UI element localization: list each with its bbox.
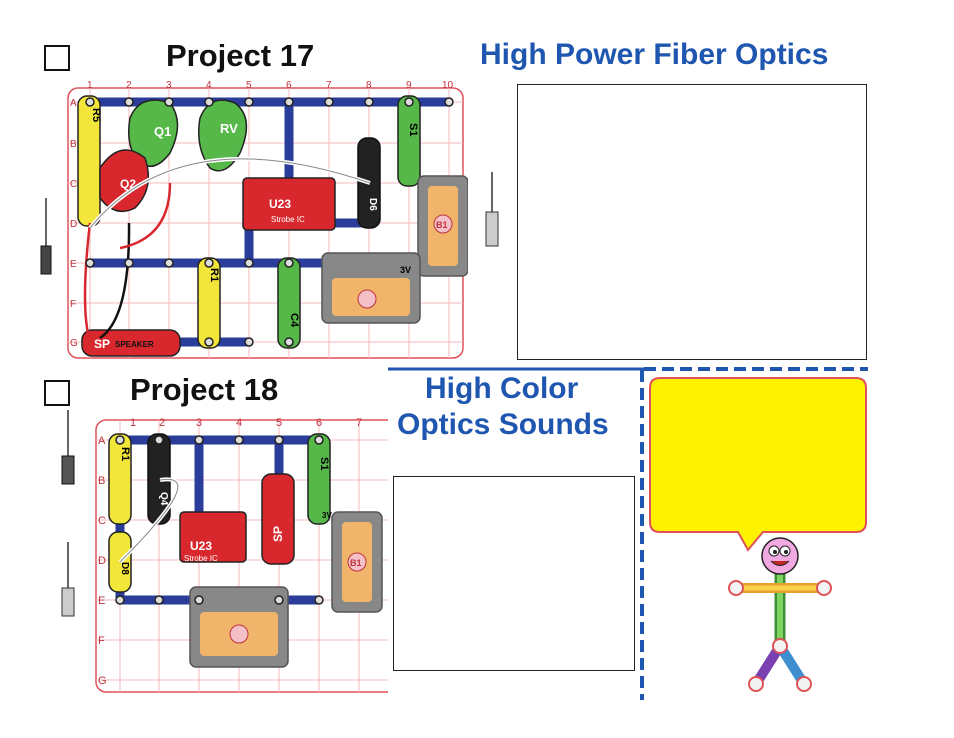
- p17-row-b: B: [70, 139, 77, 150]
- p18-s1: [307, 433, 331, 525]
- p17-rv: [198, 99, 248, 172]
- project17-circuit-diagram: 1 2 3 4 5 6 7 8 9 10 A B C D E F G R5 Q1…: [67, 80, 468, 359]
- p18-row-f: F: [98, 635, 105, 647]
- svg-text:U23: U23: [190, 539, 212, 553]
- mascot-figure: [728, 537, 832, 692]
- svg-text:C4: C4: [288, 313, 300, 328]
- svg-text:Q4: Q4: [158, 492, 169, 506]
- project17-fiber-holder-right: [485, 172, 499, 247]
- svg-text:Strobe IC: Strobe IC: [184, 554, 218, 563]
- project18-subtitle-line1: High Color: [425, 372, 579, 405]
- p17-row-e: E: [70, 259, 77, 270]
- svg-text:B1: B1: [436, 220, 448, 230]
- p17-col-9: 9: [406, 80, 412, 91]
- p18-col-7: 7: [356, 417, 362, 429]
- p17-row-d: D: [70, 219, 77, 230]
- p17-col-2: 2: [126, 80, 132, 91]
- svg-text:B1: B1: [350, 558, 362, 568]
- p17-s1: [397, 95, 421, 187]
- project18-fiber-holder-bottom: [61, 542, 75, 617]
- project17-title: Project 17: [166, 38, 315, 73]
- p18-col-3: 3: [196, 417, 202, 429]
- p18-col-6: 6: [316, 417, 322, 429]
- p17-row-g: G: [70, 338, 78, 349]
- project17-subtitle: High Power Fiber Optics: [480, 38, 829, 71]
- p18-row-d: D: [98, 555, 106, 567]
- p18-row-g: G: [98, 675, 107, 687]
- svg-text:3V: 3V: [322, 511, 332, 520]
- section-divider-vertical: [640, 370, 644, 700]
- svg-text:D6: D6: [367, 198, 378, 211]
- svg-text:R1: R1: [119, 447, 131, 461]
- project18-checkbox[interactable]: [44, 380, 70, 406]
- p17-u23: [242, 177, 336, 231]
- mascot-face: [761, 537, 799, 575]
- svg-text:U23: U23: [269, 197, 291, 211]
- p18-col-1: 1: [130, 417, 136, 429]
- svg-text:R5: R5: [90, 108, 102, 122]
- p18-u23: [179, 511, 247, 563]
- project18-circuit-diagram: 1 2 3 4 5 6 7 A B C D E F G R1 Q4 D8 U23…: [95, 417, 388, 693]
- p17-r1: [197, 257, 221, 349]
- p17-col-3: 3: [166, 80, 172, 91]
- p18-col-2: 2: [159, 417, 165, 429]
- p17-row-f: F: [70, 299, 76, 310]
- project18-title: Project 18: [130, 372, 279, 407]
- section-divider-horizontal: [388, 367, 868, 371]
- svg-text:R1: R1: [208, 268, 220, 282]
- p17-c4: [277, 257, 301, 349]
- p17-col-1: 1: [87, 80, 93, 91]
- p17-row-c: C: [70, 179, 77, 190]
- p18-speaker: [261, 473, 295, 565]
- svg-text:RV: RV: [220, 121, 238, 136]
- p17-row-a: A: [70, 98, 77, 109]
- project18-subtitle-line2: Optics Sounds: [397, 408, 609, 441]
- svg-text:SPEAKER: SPEAKER: [115, 340, 154, 349]
- svg-text:3V: 3V: [400, 265, 411, 275]
- svg-text:S1: S1: [318, 457, 330, 470]
- svg-text:D8: D8: [119, 562, 130, 575]
- p17-col-6: 6: [286, 80, 292, 91]
- p18-col-5: 5: [276, 417, 282, 429]
- p18-r1: [108, 433, 132, 525]
- p17-col-4: 4: [206, 80, 212, 91]
- p17-col-5: 5: [246, 80, 252, 91]
- project18-fiber-holder-top: [61, 410, 75, 485]
- svg-text:SP: SP: [271, 526, 285, 542]
- project17-fiber-holder-left: [40, 198, 52, 275]
- p17-col-7: 7: [326, 80, 332, 91]
- mascot-speech-bubble: [649, 377, 867, 552]
- p17-speaker: [81, 329, 181, 357]
- svg-text:SP: SP: [94, 337, 110, 351]
- svg-text:Strobe IC: Strobe IC: [271, 215, 305, 224]
- p18-row-a: A: [98, 435, 106, 447]
- project17-checkbox[interactable]: [44, 45, 70, 71]
- p18-col-4: 4: [236, 417, 242, 429]
- p18-row-b: B: [98, 475, 105, 487]
- p17-q2: [99, 149, 150, 213]
- svg-text:S1: S1: [407, 123, 419, 136]
- p18-row-e: E: [98, 595, 105, 607]
- p18-row-c: C: [98, 515, 106, 527]
- project18-instructions-box: [393, 476, 635, 671]
- svg-text:Q1: Q1: [154, 124, 171, 139]
- project17-instructions-box: [517, 84, 867, 360]
- p17-col-10: 10: [442, 80, 454, 91]
- p17-col-8: 8: [366, 80, 372, 91]
